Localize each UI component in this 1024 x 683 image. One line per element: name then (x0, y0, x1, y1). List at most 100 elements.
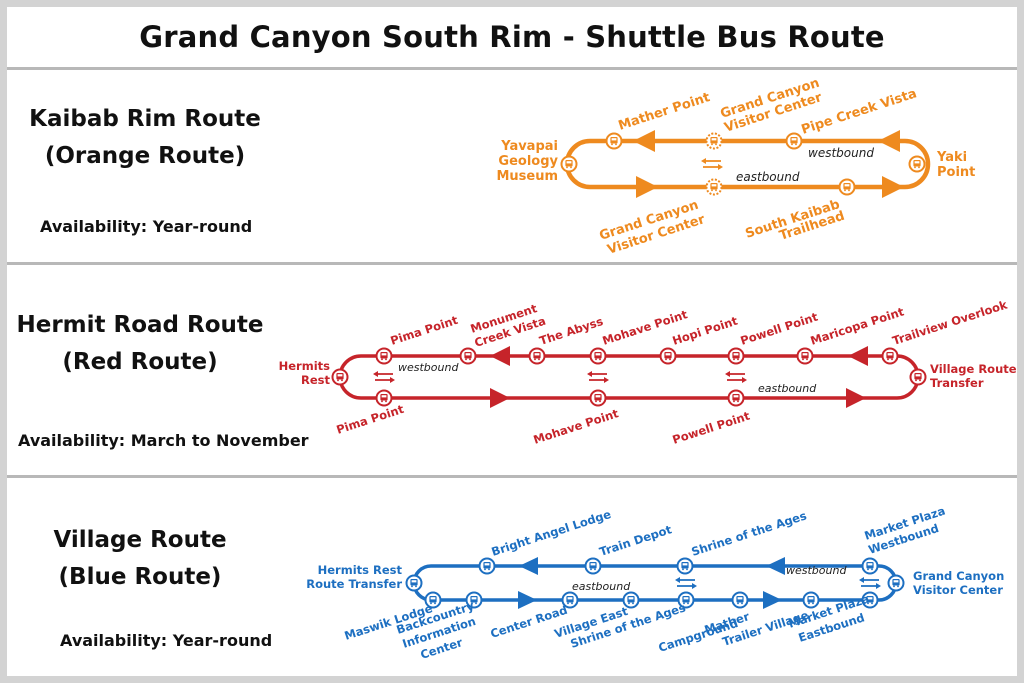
stop-label: Geology (498, 154, 558, 169)
blue-westbound-arrow (519, 557, 538, 575)
stop-label: Shrine of the Ages (690, 508, 809, 559)
bus-stop-icon (659, 347, 677, 365)
transfer-arrows-icon (372, 370, 396, 384)
bus-stop-icon (909, 368, 927, 386)
stop-label: Mohave Point (532, 406, 621, 447)
bus-stop-icon (802, 591, 820, 609)
red-eastbound-label: eastbound (758, 382, 817, 395)
section-divider (7, 475, 1017, 478)
bus-stop-icon (589, 389, 607, 407)
red-route: westbound eastbound Hermits Rest Pima Po… (279, 297, 1017, 446)
bus-stop-icon (908, 155, 926, 173)
bus-stop-icon (528, 347, 546, 365)
transfer-arrows-icon (674, 576, 698, 590)
stop-label: Museum (496, 169, 558, 184)
bus-stop-icon (705, 132, 723, 150)
blue-route-line (412, 564, 898, 602)
bus-stop-icon (785, 132, 803, 150)
bus-stop-icon (605, 132, 623, 150)
red-route-name-line1: Hermit Road Route (16, 312, 264, 338)
red-westbound-arrow (490, 346, 510, 366)
blue-westbound-label: westbound (786, 564, 847, 577)
stop-label: Transfer (930, 376, 984, 390)
red-westbound-label: westbound (398, 361, 459, 374)
stop-label: Visitor Center (913, 583, 1003, 597)
orange-route: westbound eastbound Yavapai Geology Muse… (496, 76, 975, 258)
stop-label: Maricopa Point (809, 304, 907, 348)
bus-stop-icon (405, 574, 423, 592)
stop-label: Point (937, 165, 975, 180)
bus-stop-icon (622, 591, 640, 609)
orange-westbound-arrow (878, 130, 900, 152)
blue-eastbound-arrow (763, 591, 782, 609)
blue-route: westbound eastbound Hermits Rest Route T… (306, 504, 1004, 662)
stop-label: Grand Canyon (913, 569, 1004, 583)
bus-stop-icon (727, 347, 745, 365)
bus-stop-icon (731, 591, 749, 609)
bus-stop-icon (478, 557, 496, 575)
transfer-arrows-icon (700, 157, 724, 171)
stop-label: Bright Angel Lodge (490, 507, 613, 559)
red-eastbound-arrow (846, 388, 866, 408)
bus-stop-icon (705, 178, 723, 196)
stop-label: Powell Point (739, 309, 820, 347)
blue-route-availability: Availability: Year-round (60, 631, 273, 650)
red-eastbound-arrow (490, 388, 510, 408)
blue-eastbound-arrow (518, 591, 537, 609)
orange-eastbound-arrow (882, 176, 904, 198)
bus-stop-icon (560, 155, 578, 173)
orange-eastbound-label: eastbound (736, 170, 800, 184)
bus-stop-icon (459, 347, 477, 365)
bus-stop-icon (796, 347, 814, 365)
bus-stop-icon (676, 557, 694, 575)
red-route-name-line2: (Red Route) (62, 349, 218, 375)
stop-label: Yavapai (500, 139, 558, 154)
bus-stop-icon (375, 389, 393, 407)
transfer-arrows-icon (724, 370, 748, 384)
bus-stop-icon (584, 557, 602, 575)
bus-stop-icon (375, 347, 393, 365)
blue-route-name: Village Route (Blue Route) (20, 522, 260, 596)
title-banner: Grand Canyon South Rim - Shuttle Bus Rou… (7, 7, 1017, 70)
orange-route-name-line2: (Orange Route) (44, 143, 246, 169)
orange-route-name: Kaibab Rim Route (Orange Route) (20, 101, 270, 175)
stop-label: Train Depot (598, 522, 674, 559)
stop-label: Yaki (936, 150, 967, 165)
bus-stop-icon (861, 557, 879, 575)
section-divider (7, 262, 1017, 265)
orange-eastbound-arrow (636, 176, 658, 198)
blue-westbound-arrow (766, 557, 785, 575)
orange-route-name-line1: Kaibab Rim Route (29, 106, 261, 132)
bus-stop-icon (881, 347, 899, 365)
orange-westbound-arrow (633, 130, 655, 152)
page-title: Grand Canyon South Rim - Shuttle Bus Rou… (139, 20, 885, 54)
red-westbound-arrow (848, 346, 868, 366)
stop-label: The Abyss (538, 314, 605, 348)
bus-stop-icon (887, 574, 905, 592)
red-route-line (338, 354, 920, 400)
orange-westbound-label: westbound (808, 146, 874, 160)
blue-route-name-line1: Village Route (53, 527, 227, 553)
stop-label: Powell Point (671, 408, 752, 446)
transfer-arrows-icon (858, 576, 882, 590)
red-route-availability: Availability: March to November (18, 431, 309, 450)
orange-route-line (564, 138, 931, 190)
stop-label: Hermits (279, 359, 331, 373)
bus-stop-icon (727, 389, 745, 407)
bus-stop-icon (838, 178, 856, 196)
stop-label: Mather Point (617, 90, 712, 134)
bus-stop-icon (331, 368, 349, 386)
blue-route-name-line2: (Blue Route) (58, 564, 222, 590)
bus-stop-icon (589, 347, 607, 365)
stop-label: Trailview Overlook (891, 297, 1010, 347)
stop-label: Pima Point (335, 402, 406, 437)
transfer-arrows-icon (586, 370, 610, 384)
stop-label: Hermits Rest (318, 563, 403, 577)
stop-label: Pima Point (389, 313, 460, 348)
stop-label: Rest (301, 373, 330, 387)
stop-label: Route Transfer (306, 577, 402, 591)
blue-eastbound-label: eastbound (572, 580, 631, 593)
orange-route-availability: Availability: Year-round (40, 217, 253, 236)
